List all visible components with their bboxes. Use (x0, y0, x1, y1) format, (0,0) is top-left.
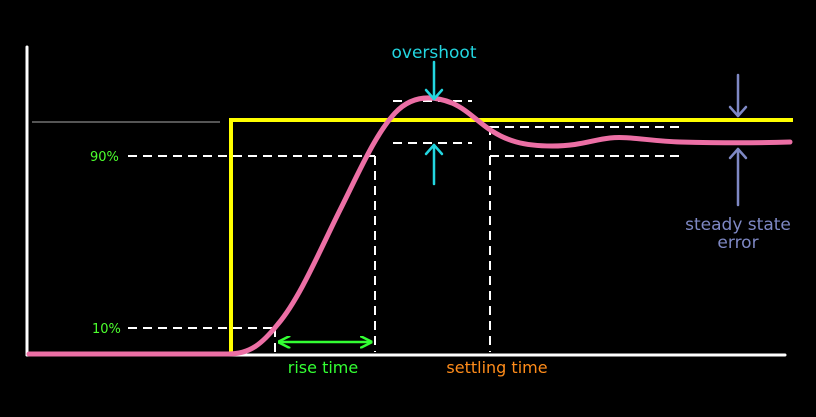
steady-state-label-line2: error (717, 233, 758, 253)
percent-10-label: 10% (92, 322, 121, 337)
settling-time-label: settling time (446, 358, 547, 377)
response-curve (26, 95, 793, 357)
overshoot-label: overshoot (391, 43, 476, 63)
steady-state-label-line1: steady state (685, 215, 791, 235)
setpoint-step (229, 118, 793, 355)
steady-state-error-arrows-icon (728, 73, 748, 207)
overshoot-arrows-icon (424, 60, 444, 186)
percent-90-label: 90% (90, 150, 119, 165)
rise-time-label: rise time (288, 358, 358, 377)
guide-lines (128, 100, 683, 352)
